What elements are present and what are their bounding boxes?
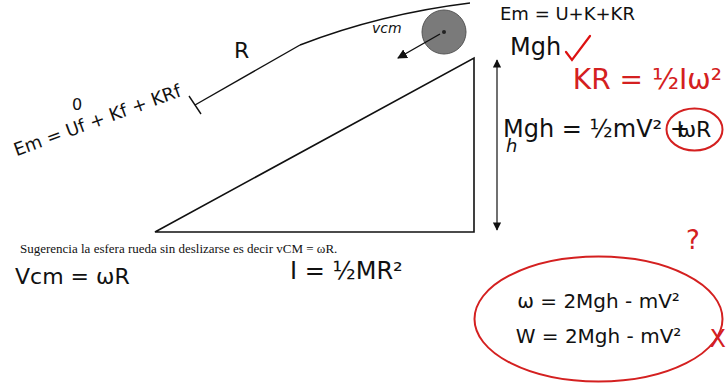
hint-text: Sugerencia la esfera rueda sin deslizars… (20, 242, 337, 257)
sphere-center (442, 30, 446, 34)
equation-text: W = 2Mgh - mV² (516, 325, 682, 348)
red-circle (667, 109, 723, 151)
wrong-mark: X (710, 326, 726, 354)
zero-note: 0 (72, 96, 82, 114)
ellipse-outline (473, 255, 724, 383)
height-arrow (496, 60, 497, 230)
final-energy-equation: Em = Uf + Kf + KRf (11, 81, 184, 161)
red-circle (475, 257, 723, 382)
energy-balance: Mgh = ½mV² + (503, 116, 690, 144)
question-mark: ? (686, 226, 700, 256)
circled-answer: ω = 2Mgh - mV² W = 2Mgh - mV² (473, 255, 724, 383)
rolling-condition: Vcm = ωR (15, 264, 130, 289)
potential-energy: Mgh (510, 34, 561, 62)
rotational-energy: KR = ½Iω² (573, 64, 722, 96)
energy-equation: Em = U+K+KR (500, 4, 635, 25)
radius-tick (189, 96, 201, 114)
incline-triangle (155, 58, 474, 232)
inertia-formula: I = ½MR² (290, 258, 403, 286)
check-mark (566, 36, 590, 60)
sphere (422, 10, 466, 54)
velocity-arrow (398, 34, 440, 58)
velocity-label: vcm (372, 20, 402, 36)
radius-label: R (234, 38, 249, 63)
circled-term: ωR (665, 107, 724, 152)
equation-text: ωR (678, 117, 712, 142)
height-label: h (506, 136, 517, 157)
equation-text: ω = 2Mgh - mV² (517, 290, 680, 313)
